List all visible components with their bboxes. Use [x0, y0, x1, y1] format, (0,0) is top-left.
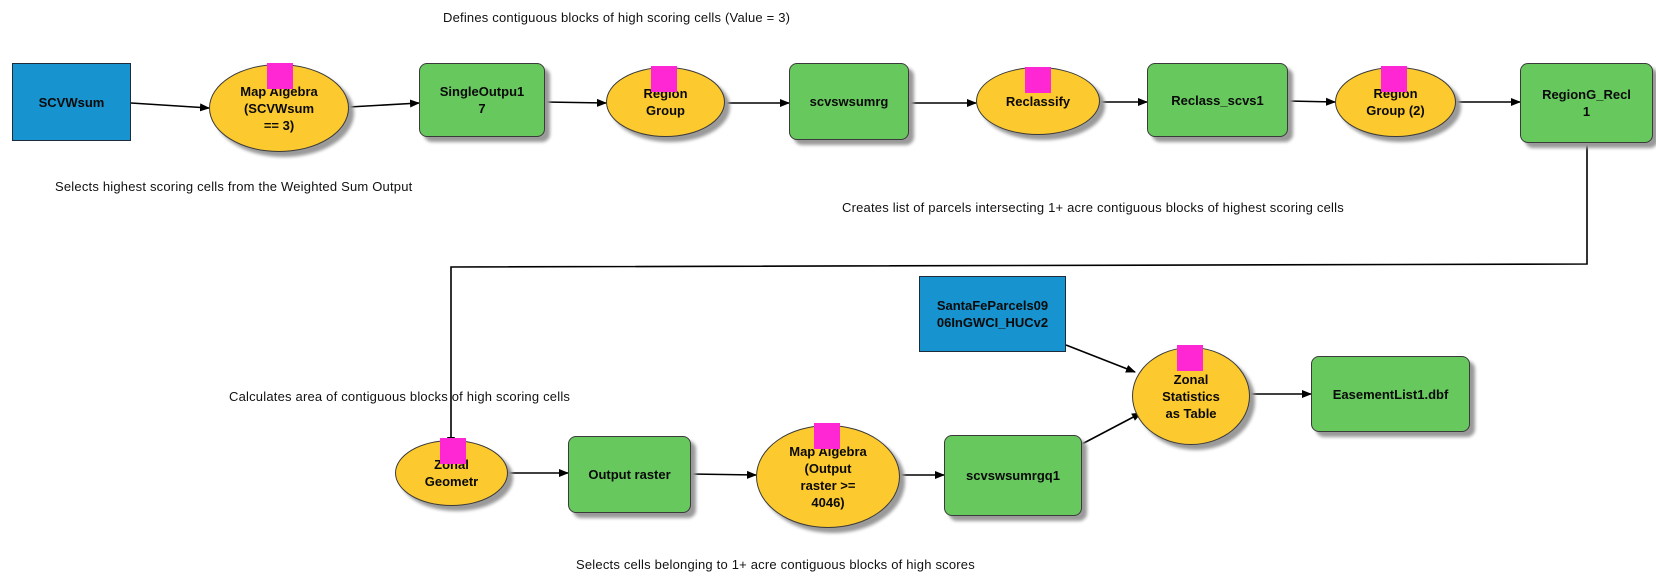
input-data-santafe-parcels[interactable]: SantaFeParcels09 06InGWCI_HUCv2 [919, 276, 1066, 352]
derived-data-scvswsumrg[interactable]: scvswsumrg [789, 63, 909, 140]
derived-data-scvswsumrgq1[interactable]: scvswsumrgq1 [944, 435, 1082, 516]
note-selects-cells: Selects cells belonging to 1+ acre conti… [576, 557, 975, 572]
connector-scvswsumrgq1-to-zonal-stats [1081, 412, 1142, 445]
hammer-icon [1177, 345, 1203, 371]
input-data-scvwsum[interactable]: SCVWsum [12, 63, 131, 141]
derived-data-easementlist[interactable]: EasementList1.dbf [1311, 356, 1470, 432]
hammer-icon [814, 423, 840, 449]
note-defines-blocks: Defines contiguous blocks of high scorin… [443, 10, 791, 25]
derived-data-singleoutput[interactable]: SingleOutpu1 7 [419, 63, 545, 137]
connector-regiong-recl-to-zonal-geometry [447, 143, 1588, 447]
derived-data-output-raster[interactable]: Output raster [568, 436, 691, 513]
derived-data-reclass-scvs1[interactable]: Reclass_scvs1 [1147, 63, 1288, 137]
connector-map-algebra-to-singleoutput [348, 99, 420, 108]
connector-singleoutput-to-region-group [544, 98, 607, 107]
hammer-icon [1381, 66, 1407, 92]
connector-parcels-to-zonal-stats [1065, 344, 1136, 373]
hammer-icon [1025, 67, 1051, 93]
connector-output-raster-to-map-algebra-2 [690, 470, 757, 479]
derived-data-regiong-recl[interactable]: RegionG_Recl 1 [1520, 63, 1653, 143]
note-creates-list: Creates list of parcels intersecting 1+ … [842, 200, 1344, 215]
hammer-icon [267, 63, 293, 89]
note-calculates-area: Calculates area of contiguous blocks of … [229, 389, 571, 404]
hammer-icon [651, 66, 677, 92]
note-selects-highest: Selects highest scoring cells from the W… [55, 179, 413, 194]
connector-reclass-to-region-group-2 [1287, 97, 1336, 106]
tool-reclassify[interactable]: Reclassify [976, 67, 1100, 135]
connector-scvwsum-to-map-algebra [130, 102, 210, 112]
hammer-icon [440, 438, 466, 464]
